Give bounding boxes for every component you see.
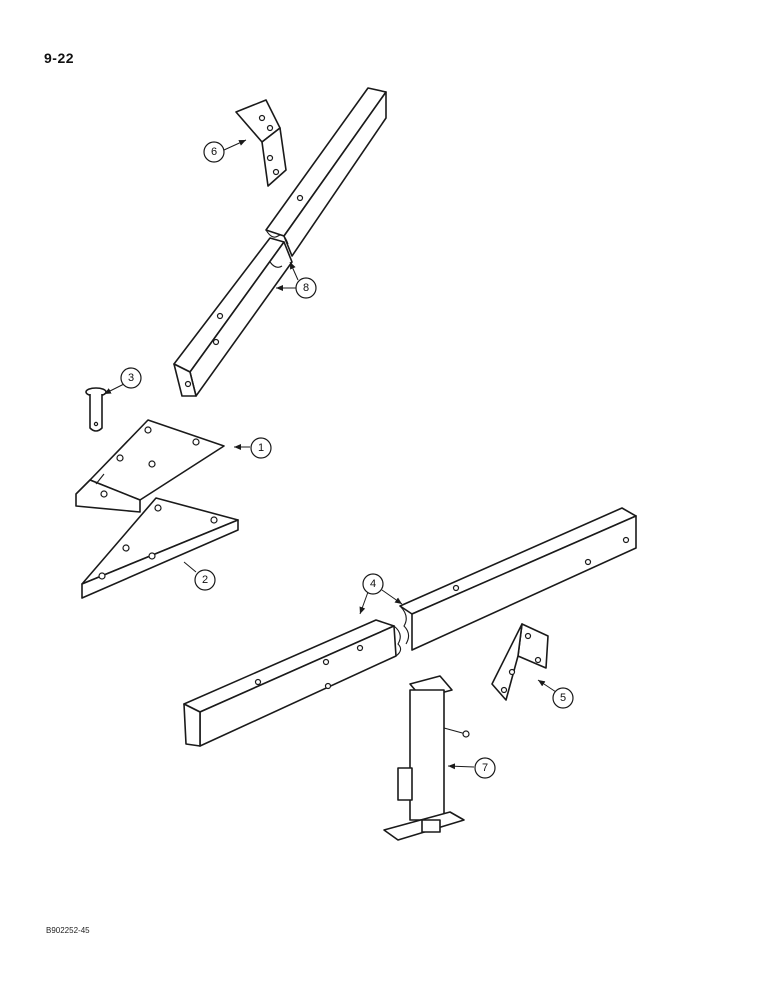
document-code: B902252-45: [46, 926, 90, 935]
part-7-jack: [383, 675, 470, 841]
part-4-tube: [183, 507, 637, 747]
part-6-angle-bracket: [235, 99, 287, 187]
callout-6: 6: [203, 139, 247, 163]
callout-6-label: 6: [211, 146, 217, 158]
part-2-flat-plate: [81, 497, 239, 599]
callout-2: 2: [183, 561, 216, 591]
callout-4-label: 4: [370, 578, 376, 590]
callout-5: 5: [537, 679, 574, 709]
part-5-angle-bracket: [491, 623, 549, 701]
callout-8: 8: [276, 261, 317, 299]
callout-7: 7: [447, 757, 496, 779]
callout-4: 4: [359, 573, 403, 615]
callout-2-label: 2: [202, 574, 208, 586]
callout-3: 3: [103, 367, 142, 395]
callout-1: 1: [234, 437, 272, 459]
callout-7-label: 7: [482, 762, 488, 774]
page-number: 9-22: [44, 50, 75, 66]
part-3-pin: [85, 387, 107, 432]
callout-1-label: 1: [258, 442, 264, 454]
callout-3-label: 3: [128, 372, 134, 384]
part-1-offset-plate: [75, 419, 225, 513]
callout-8-label: 8: [303, 282, 309, 294]
callout-5-label: 5: [560, 692, 566, 704]
part-8-channel: [173, 87, 387, 397]
